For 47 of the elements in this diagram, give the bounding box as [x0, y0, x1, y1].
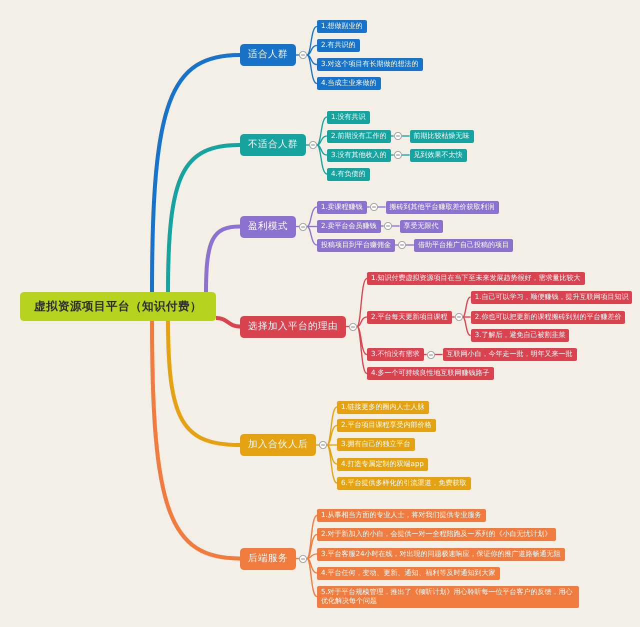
connector-line — [356, 326, 368, 356]
connector-line — [356, 316, 368, 328]
main-topic-box: 后端服务 — [240, 548, 296, 570]
collapse-icon — [299, 51, 307, 59]
connector-line — [306, 514, 318, 559]
connector-line — [306, 553, 318, 560]
branch-line — [150, 320, 240, 560]
main-topic-box: 适合人群 — [240, 44, 296, 66]
connector-line — [326, 406, 338, 446]
branch-line — [204, 224, 240, 292]
connector-line — [462, 296, 471, 318]
connector-line — [462, 316, 471, 336]
connector-line — [306, 44, 318, 56]
collapse-icon — [398, 241, 406, 249]
connector-line — [306, 206, 318, 228]
branch-line — [166, 320, 240, 447]
connector-line — [306, 26, 318, 56]
connector-line — [306, 54, 318, 66]
main-topic-box: 加入合伙人后 — [240, 434, 316, 456]
main-topic-box: 不适合人群 — [240, 134, 306, 156]
connector-line — [316, 144, 328, 175]
connector-line — [306, 558, 318, 574]
connector-line — [326, 444, 338, 484]
main-topic-box: 盈利模式 — [240, 216, 296, 238]
central-topic-box: 虚拟资源项目平台（知识付费） — [20, 292, 216, 321]
connector-line — [356, 326, 368, 374]
branch-line — [166, 143, 240, 292]
connector-line — [307, 226, 317, 228]
collapse-icon — [319, 441, 327, 449]
connector-line — [356, 278, 368, 327]
main-topic-box: 选择加入平台的理由 — [240, 316, 346, 338]
connector-line — [316, 135, 328, 146]
connector-line — [326, 424, 338, 446]
connector-line — [306, 534, 318, 560]
collapse-icon — [349, 322, 357, 330]
branch-line — [216, 316, 240, 328]
connector-line — [326, 444, 338, 465]
collapse-icon — [309, 141, 317, 149]
collapse-icon — [299, 222, 307, 230]
branch-line — [150, 53, 240, 292]
connector-line — [316, 116, 328, 146]
connector-line — [306, 226, 318, 246]
connector-line — [306, 558, 318, 598]
connector-line — [306, 54, 318, 84]
connector-line — [327, 444, 337, 446]
connector-line — [316, 144, 328, 156]
collapse-icon — [299, 554, 307, 562]
